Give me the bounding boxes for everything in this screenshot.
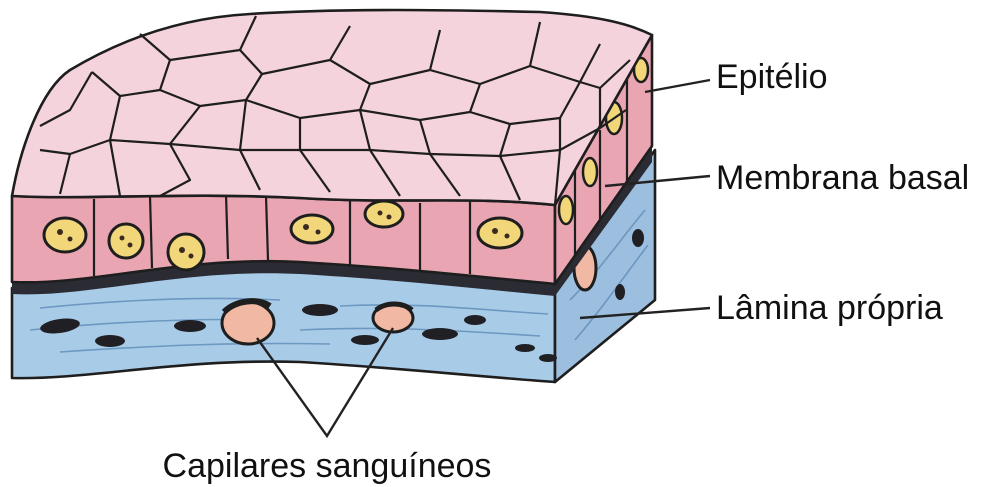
leader-epitelio (645, 80, 710, 92)
label-lamina-propria: Lâmina própria (716, 289, 943, 327)
label-capilares-sanguineos: Capilares sanguíneos (163, 447, 492, 485)
epithelium-top-surface (12, 10, 652, 205)
label-epitelio: Epitélio (716, 58, 828, 96)
label-membrana-basal: Membrana basal (716, 159, 969, 197)
